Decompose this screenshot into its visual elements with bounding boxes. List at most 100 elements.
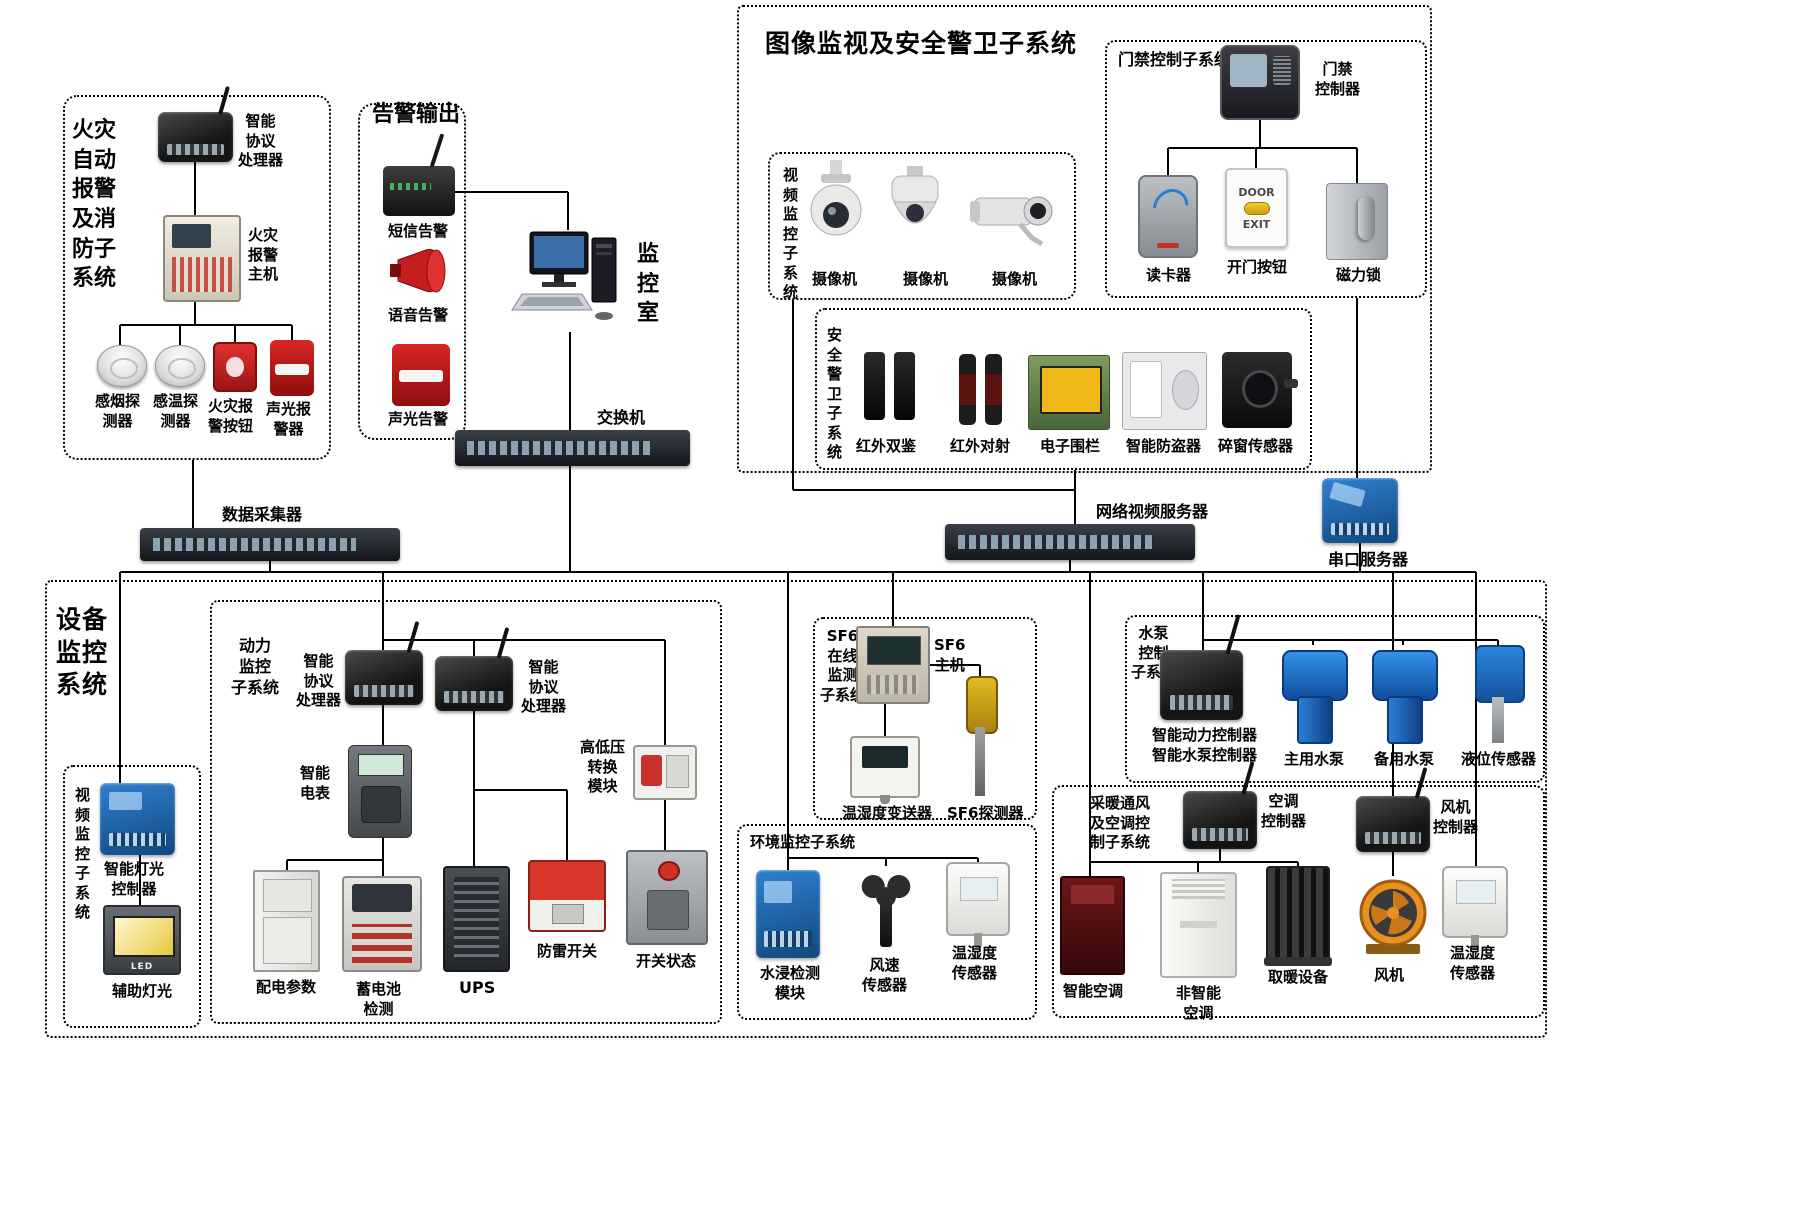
main-pump-label: 主用水泵 — [1284, 750, 1345, 768]
battery-tester-image — [342, 876, 422, 972]
fire-alarm-host-label: 火灾 报警 主机 — [248, 226, 279, 283]
camera-dome-image — [880, 166, 950, 266]
plain-ac-label: 非智能 空调 — [1176, 984, 1222, 1022]
sms-alarm-label: 短信告警 — [388, 222, 449, 240]
hv-lv-module-label: 高低压 转换 模块 — [580, 738, 626, 795]
door-face-bottom-text: EXIT — [1242, 217, 1271, 231]
hvac-th-sensor-label: 温湿度 传感器 — [1450, 944, 1496, 982]
smart-meter-label: 智能 电表 — [300, 764, 331, 802]
fire-alarm-button-image — [213, 342, 257, 392]
surveillance-title: 图像监视及安全警卫子系统 — [765, 29, 1078, 58]
wind-sensor-label: 风速 传感器 — [862, 956, 908, 994]
electronic-fence-image — [1028, 355, 1110, 430]
sf6-host-image — [856, 626, 930, 704]
smoke-detector-label: 感烟探 测器 — [95, 392, 141, 430]
smart-ac-image — [1060, 876, 1125, 975]
ac-controller-label: 空调 控制器 — [1261, 792, 1307, 830]
voice-alarm-label: 语音告警 — [388, 306, 449, 324]
sound-light-alarm-image — [270, 340, 314, 396]
equipment-title: 设备 监控 系统 — [56, 605, 109, 699]
ir-beam-sensor-label: 红外对射 — [950, 437, 1011, 455]
key-icon — [1243, 201, 1270, 215]
env-th-sensor-image — [946, 862, 1010, 948]
camera-bullet-image — [970, 184, 1055, 256]
surveillance-box — [737, 5, 1432, 473]
battery-tester-label: 蓄电池 检测 — [356, 980, 402, 1018]
data-collector-image — [140, 528, 400, 561]
alarm-output-box — [358, 103, 466, 440]
wind-sensor-image — [852, 866, 920, 950]
power-processor-right-image — [435, 656, 513, 711]
equipment-video-box — [63, 765, 201, 1028]
card-reader-image — [1138, 175, 1198, 258]
sound-light-output-label: 声光告警 — [388, 410, 449, 428]
window-break-sensor-image — [1222, 352, 1299, 428]
fan-controller-label: 风机 控制器 — [1433, 798, 1479, 836]
fire-protocol-processor-image — [158, 112, 233, 162]
video-monitor-box — [768, 152, 1076, 300]
level-sensor-label: 液位传感器 — [1461, 750, 1537, 768]
lightning-switch-label: 防雷开关 — [537, 942, 598, 960]
smoke-detector-image — [97, 345, 147, 387]
lightning-switch-image — [528, 860, 606, 932]
alarm-output-title: 告警输出 — [372, 102, 461, 127]
antitheft-device-label: 智能防盗器 — [1126, 437, 1202, 455]
backup-pump-label: 备用水泵 — [1374, 750, 1435, 768]
env-monitor-box — [737, 824, 1037, 1020]
security-guard-title: 安 全 警 卫 子 系 统 — [827, 326, 843, 461]
video-monitor-title: 视 频 监 控 子 系 统 — [783, 166, 799, 301]
smart-meter-image — [348, 745, 412, 838]
light-controller-image — [100, 783, 175, 855]
temp-detector-label: 感温探 测器 — [153, 392, 199, 430]
access-controller-image — [1220, 45, 1300, 120]
hvac-th-sensor-image — [1442, 866, 1508, 950]
access-controller-label: 门禁 控制器 — [1315, 60, 1361, 98]
sound-light-output-image — [392, 344, 450, 406]
fan-image — [1356, 876, 1430, 960]
level-sensor-image — [1464, 645, 1532, 745]
camera-ptz-image — [806, 160, 866, 260]
distribution-cabinet-image — [253, 870, 320, 972]
camera1-label: 摄像机 — [812, 270, 858, 288]
breaker-status-label: 开关状态 — [636, 952, 697, 970]
camera2-label: 摄像机 — [903, 270, 949, 288]
sf6-title: SF6 在线 监测 子系统 — [820, 627, 866, 704]
fire-protocol-processor-label: 智能 协议 处理器 — [238, 112, 284, 169]
distribution-params-label: 配电参数 — [256, 978, 317, 996]
sms-alarm-image — [383, 166, 455, 216]
access-control-box — [1105, 40, 1427, 298]
magnetic-lock-image — [1326, 183, 1388, 260]
control-room-computer-image — [508, 230, 628, 332]
sf6-detector-label: SF6探测器 — [947, 804, 1024, 822]
env-th-sensor-label: 温湿度 传感器 — [952, 944, 998, 982]
hv-lv-module-image — [633, 745, 697, 800]
smart-ac-label: 智能空调 — [1063, 982, 1124, 1000]
env-monitor-title: 环境监控子系统 — [750, 833, 856, 851]
fire-alarm-host-image — [163, 215, 241, 302]
fire-subsystem-box — [63, 95, 331, 460]
power-processor-left-label: 智能 协议 处理器 — [296, 652, 342, 709]
sf6-detector-image — [950, 676, 1010, 798]
water-detect-label: 水浸检测 模块 — [760, 964, 821, 1002]
plain-ac-image — [1160, 872, 1237, 978]
light-controller-label: 智能灯光 控制器 — [104, 860, 165, 898]
ir-dual-sensor-image — [862, 350, 917, 430]
access-control-title: 门禁控制子系统 — [1118, 50, 1231, 69]
flood-light-image: LED — [103, 905, 181, 975]
sf6-box — [813, 617, 1037, 820]
main-pump-image — [1276, 645, 1350, 745]
core-switch-label: 交换机 — [597, 408, 646, 427]
camera3-label: 摄像机 — [992, 270, 1038, 288]
fan-controller-image — [1356, 796, 1430, 852]
ir-beam-sensor-image — [955, 352, 1005, 430]
network-video-server-image — [945, 524, 1195, 560]
fire-subsystem-title: 火灾 自动 报警 及消 防子 系统 — [72, 118, 117, 292]
water-detect-image — [756, 870, 820, 958]
antitheft-device-image — [1122, 352, 1207, 430]
door-exit-button-image: DOOR EXIT — [1225, 168, 1288, 248]
pump-controller-image — [1160, 650, 1243, 720]
serial-server-label: 串口服务器 — [1328, 550, 1409, 569]
ac-controller-image — [1183, 791, 1257, 849]
hvac-title: 采暖通风 及空调控 制子系统 — [1090, 794, 1151, 851]
